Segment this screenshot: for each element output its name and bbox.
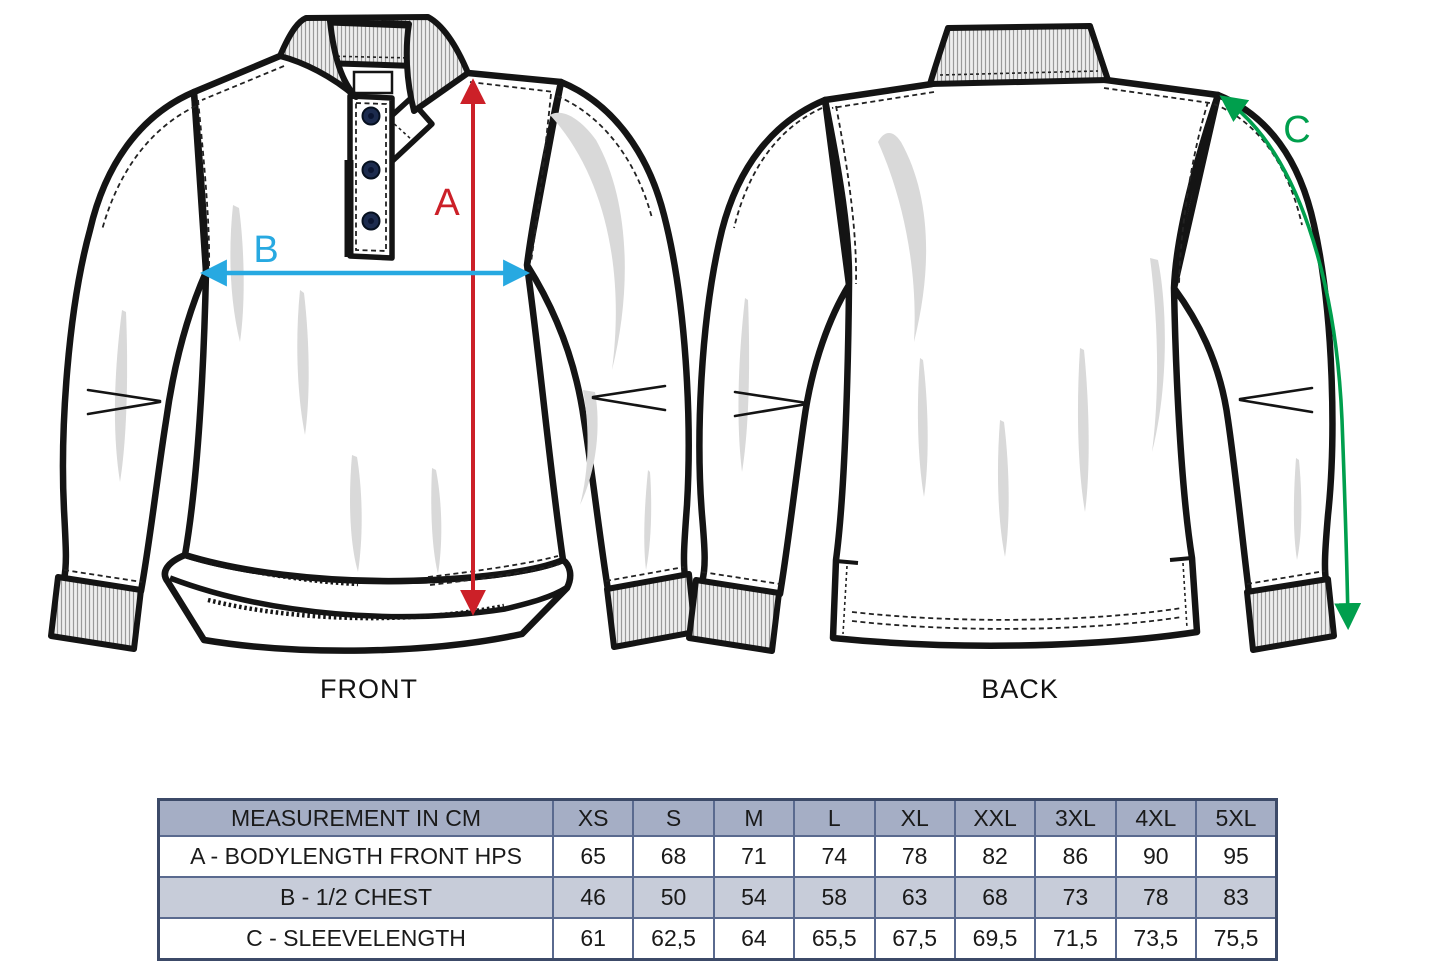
- size-table-header-row: MEASUREMENT IN CM XS S M L XL XXL 3XL 4X…: [157, 798, 1278, 837]
- front-shirt: [48, 14, 698, 654]
- garment-illustration: A B C FRONT BACK: [48, 14, 1362, 704]
- value-cell: 63: [873, 876, 956, 919]
- back-caption: BACK: [981, 674, 1059, 704]
- size-col-header: S: [632, 798, 715, 837]
- back-collar: [927, 23, 1111, 87]
- front-shading: [114, 112, 652, 574]
- size-col-header: 3XL: [1034, 798, 1117, 837]
- size-table: MEASUREMENT IN CM XS S M L XL XXL 3XL 4X…: [157, 798, 1278, 961]
- size-col-header: M: [712, 798, 796, 837]
- front-caption: FRONT: [320, 674, 418, 704]
- size-col-header: XL: [873, 798, 956, 837]
- row-sleevelength: C - SLEEVELENGTH 61 62,5 64 65,5 67,5 69…: [157, 917, 1278, 961]
- value-cell: 78: [873, 835, 956, 878]
- row-bodylength: A - BODYLENGTH FRONT HPS 65 68 71 74 78 …: [157, 835, 1278, 878]
- value-cell: 71,5: [1034, 917, 1117, 961]
- front-right-cuff: [604, 571, 698, 650]
- size-col-header: XS: [551, 798, 635, 837]
- front-left-sleeve: [59, 88, 210, 595]
- measure-letter-a: A: [434, 182, 460, 224]
- value-cell: 68: [953, 876, 1037, 919]
- value-cell: 64: [712, 917, 796, 961]
- neck-size-label: [352, 70, 394, 95]
- measure-letter-c: C: [1283, 109, 1310, 151]
- row-label: C - SLEEVELENGTH: [157, 917, 554, 961]
- front-left-cuff: [48, 574, 144, 652]
- header-measurement-in-cm: MEASUREMENT IN CM: [157, 798, 554, 837]
- value-cell: 71: [712, 835, 796, 878]
- value-cell: 62,5: [632, 917, 715, 961]
- measurement-arrows: A B C: [199, 78, 1362, 631]
- value-cell: 82: [953, 835, 1037, 878]
- value-cell: 75,5: [1195, 917, 1278, 961]
- value-cell: 61: [551, 917, 635, 961]
- back-shirt: [686, 23, 1337, 654]
- value-cell: 90: [1114, 835, 1198, 878]
- value-cell: 54: [712, 876, 796, 919]
- value-cell: 78: [1114, 876, 1198, 919]
- back-left-cuff: [686, 577, 782, 654]
- value-cell: 83: [1195, 876, 1278, 919]
- front-stitching: [63, 65, 685, 583]
- value-cell: 65: [551, 835, 635, 878]
- value-cell: 50: [632, 876, 715, 919]
- back-right-cuff: [1244, 576, 1337, 653]
- value-cell: 95: [1195, 835, 1278, 878]
- size-col-header: XXL: [953, 798, 1037, 837]
- placket-buttons: [361, 106, 381, 231]
- row-label: B - 1/2 CHEST: [157, 876, 554, 919]
- value-cell: 67,5: [873, 917, 956, 961]
- back-left-sleeve: [696, 96, 853, 598]
- size-col-header: 4XL: [1114, 798, 1198, 837]
- front-right-sleeve: [523, 78, 692, 594]
- value-cell: 46: [551, 876, 635, 919]
- size-col-header: L: [793, 798, 876, 837]
- row-label: A - BODYLENGTH FRONT HPS: [157, 835, 554, 878]
- front-collar: [277, 14, 471, 114]
- size-col-header: 5XL: [1195, 798, 1278, 837]
- value-cell: 73: [1034, 876, 1117, 919]
- measure-letter-b: B: [253, 229, 278, 271]
- value-cell: 73,5: [1114, 917, 1198, 961]
- size-table-container: MEASUREMENT IN CM XS S M L XL XXL 3XL 4X…: [157, 798, 1278, 961]
- value-cell: 68: [632, 835, 715, 878]
- value-cell: 86: [1034, 835, 1117, 878]
- arrow-c-sleevelength: [1219, 95, 1362, 631]
- row-half-chest: B - 1/2 CHEST 46 50 54 58 63 68 73 78 83: [157, 876, 1278, 919]
- value-cell: 58: [793, 876, 876, 919]
- value-cell: 74: [793, 835, 876, 878]
- value-cell: 69,5: [953, 917, 1037, 961]
- value-cell: 65,5: [793, 917, 876, 961]
